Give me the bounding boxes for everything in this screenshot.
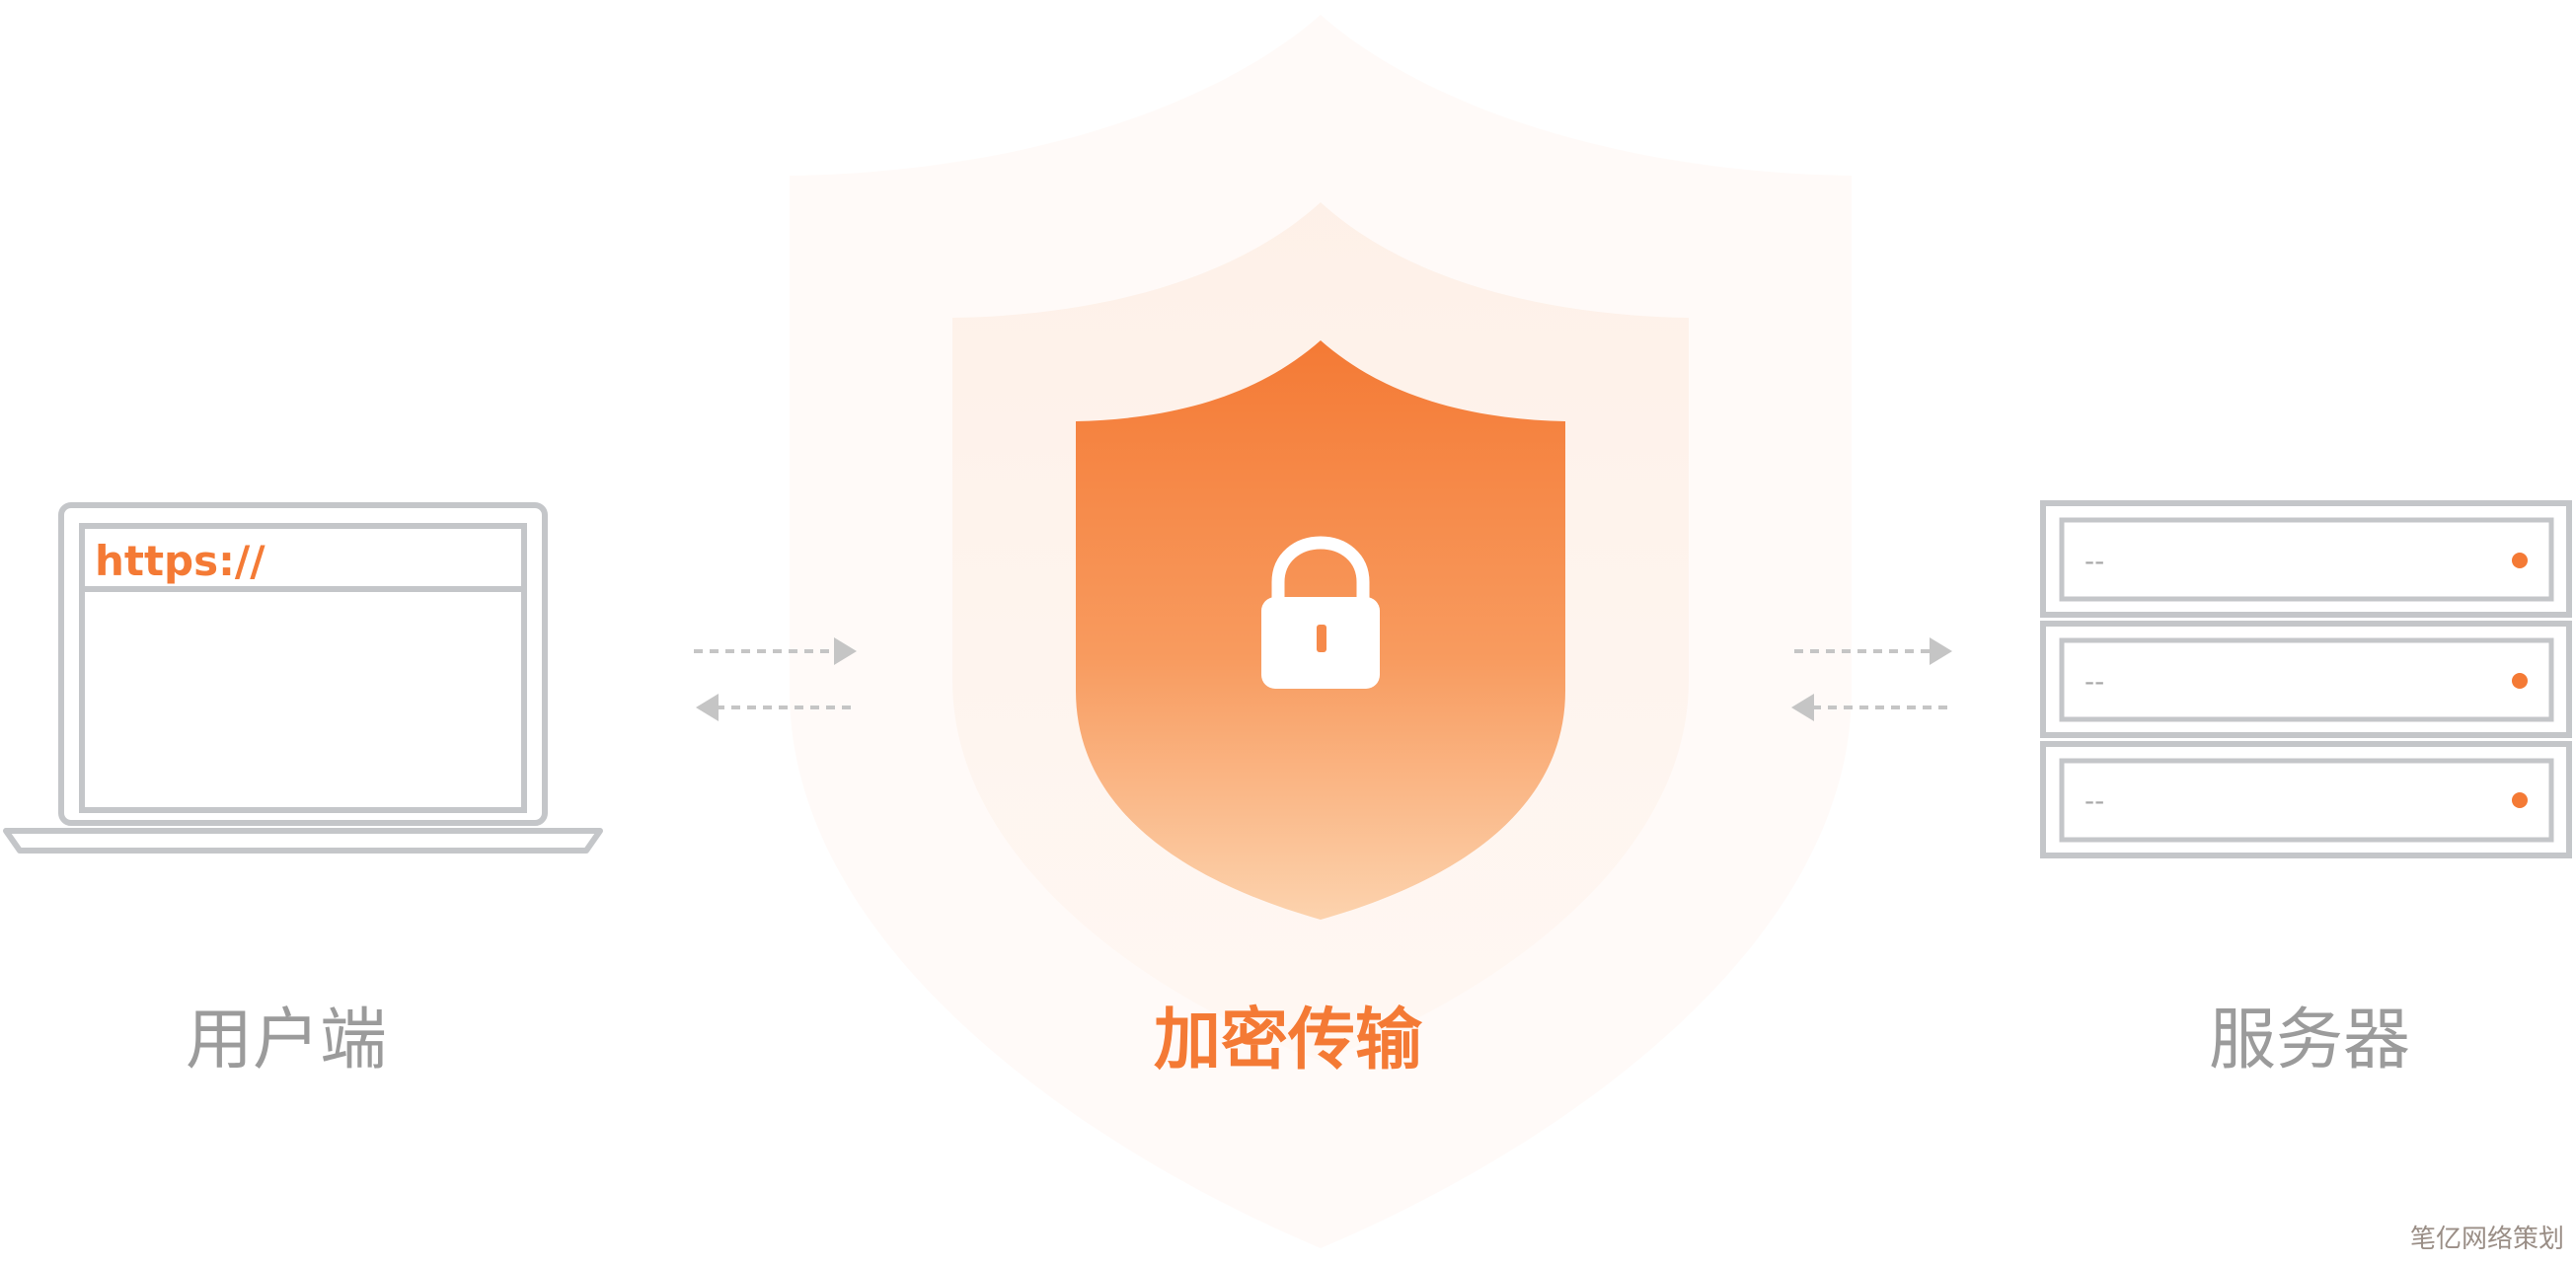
watermark: 笔亿网络策划 xyxy=(2409,1225,2564,1254)
lock-icon xyxy=(1261,536,1380,689)
server-label: 服务器 xyxy=(2208,1002,2410,1079)
server-unit xyxy=(2040,500,2572,618)
server-unit-label: -- xyxy=(2084,665,2104,698)
server-unit xyxy=(2040,621,2572,738)
arrow-right-icon xyxy=(1794,637,1952,665)
arrow-right-icon xyxy=(694,637,857,665)
arrow-left-icon xyxy=(696,694,855,721)
arrow-left-icon xyxy=(1791,694,1950,721)
url-text: https:// xyxy=(95,537,265,585)
server-unit-label: -- xyxy=(2084,545,2104,577)
encrypted-transfer-label: 加密传输 xyxy=(1153,1002,1422,1079)
server-unit xyxy=(2040,741,2572,858)
laptop-icon xyxy=(3,502,603,854)
server-unit-label: -- xyxy=(2084,784,2104,817)
server-icon xyxy=(2040,500,2572,858)
client-label: 用户端 xyxy=(185,1002,387,1079)
